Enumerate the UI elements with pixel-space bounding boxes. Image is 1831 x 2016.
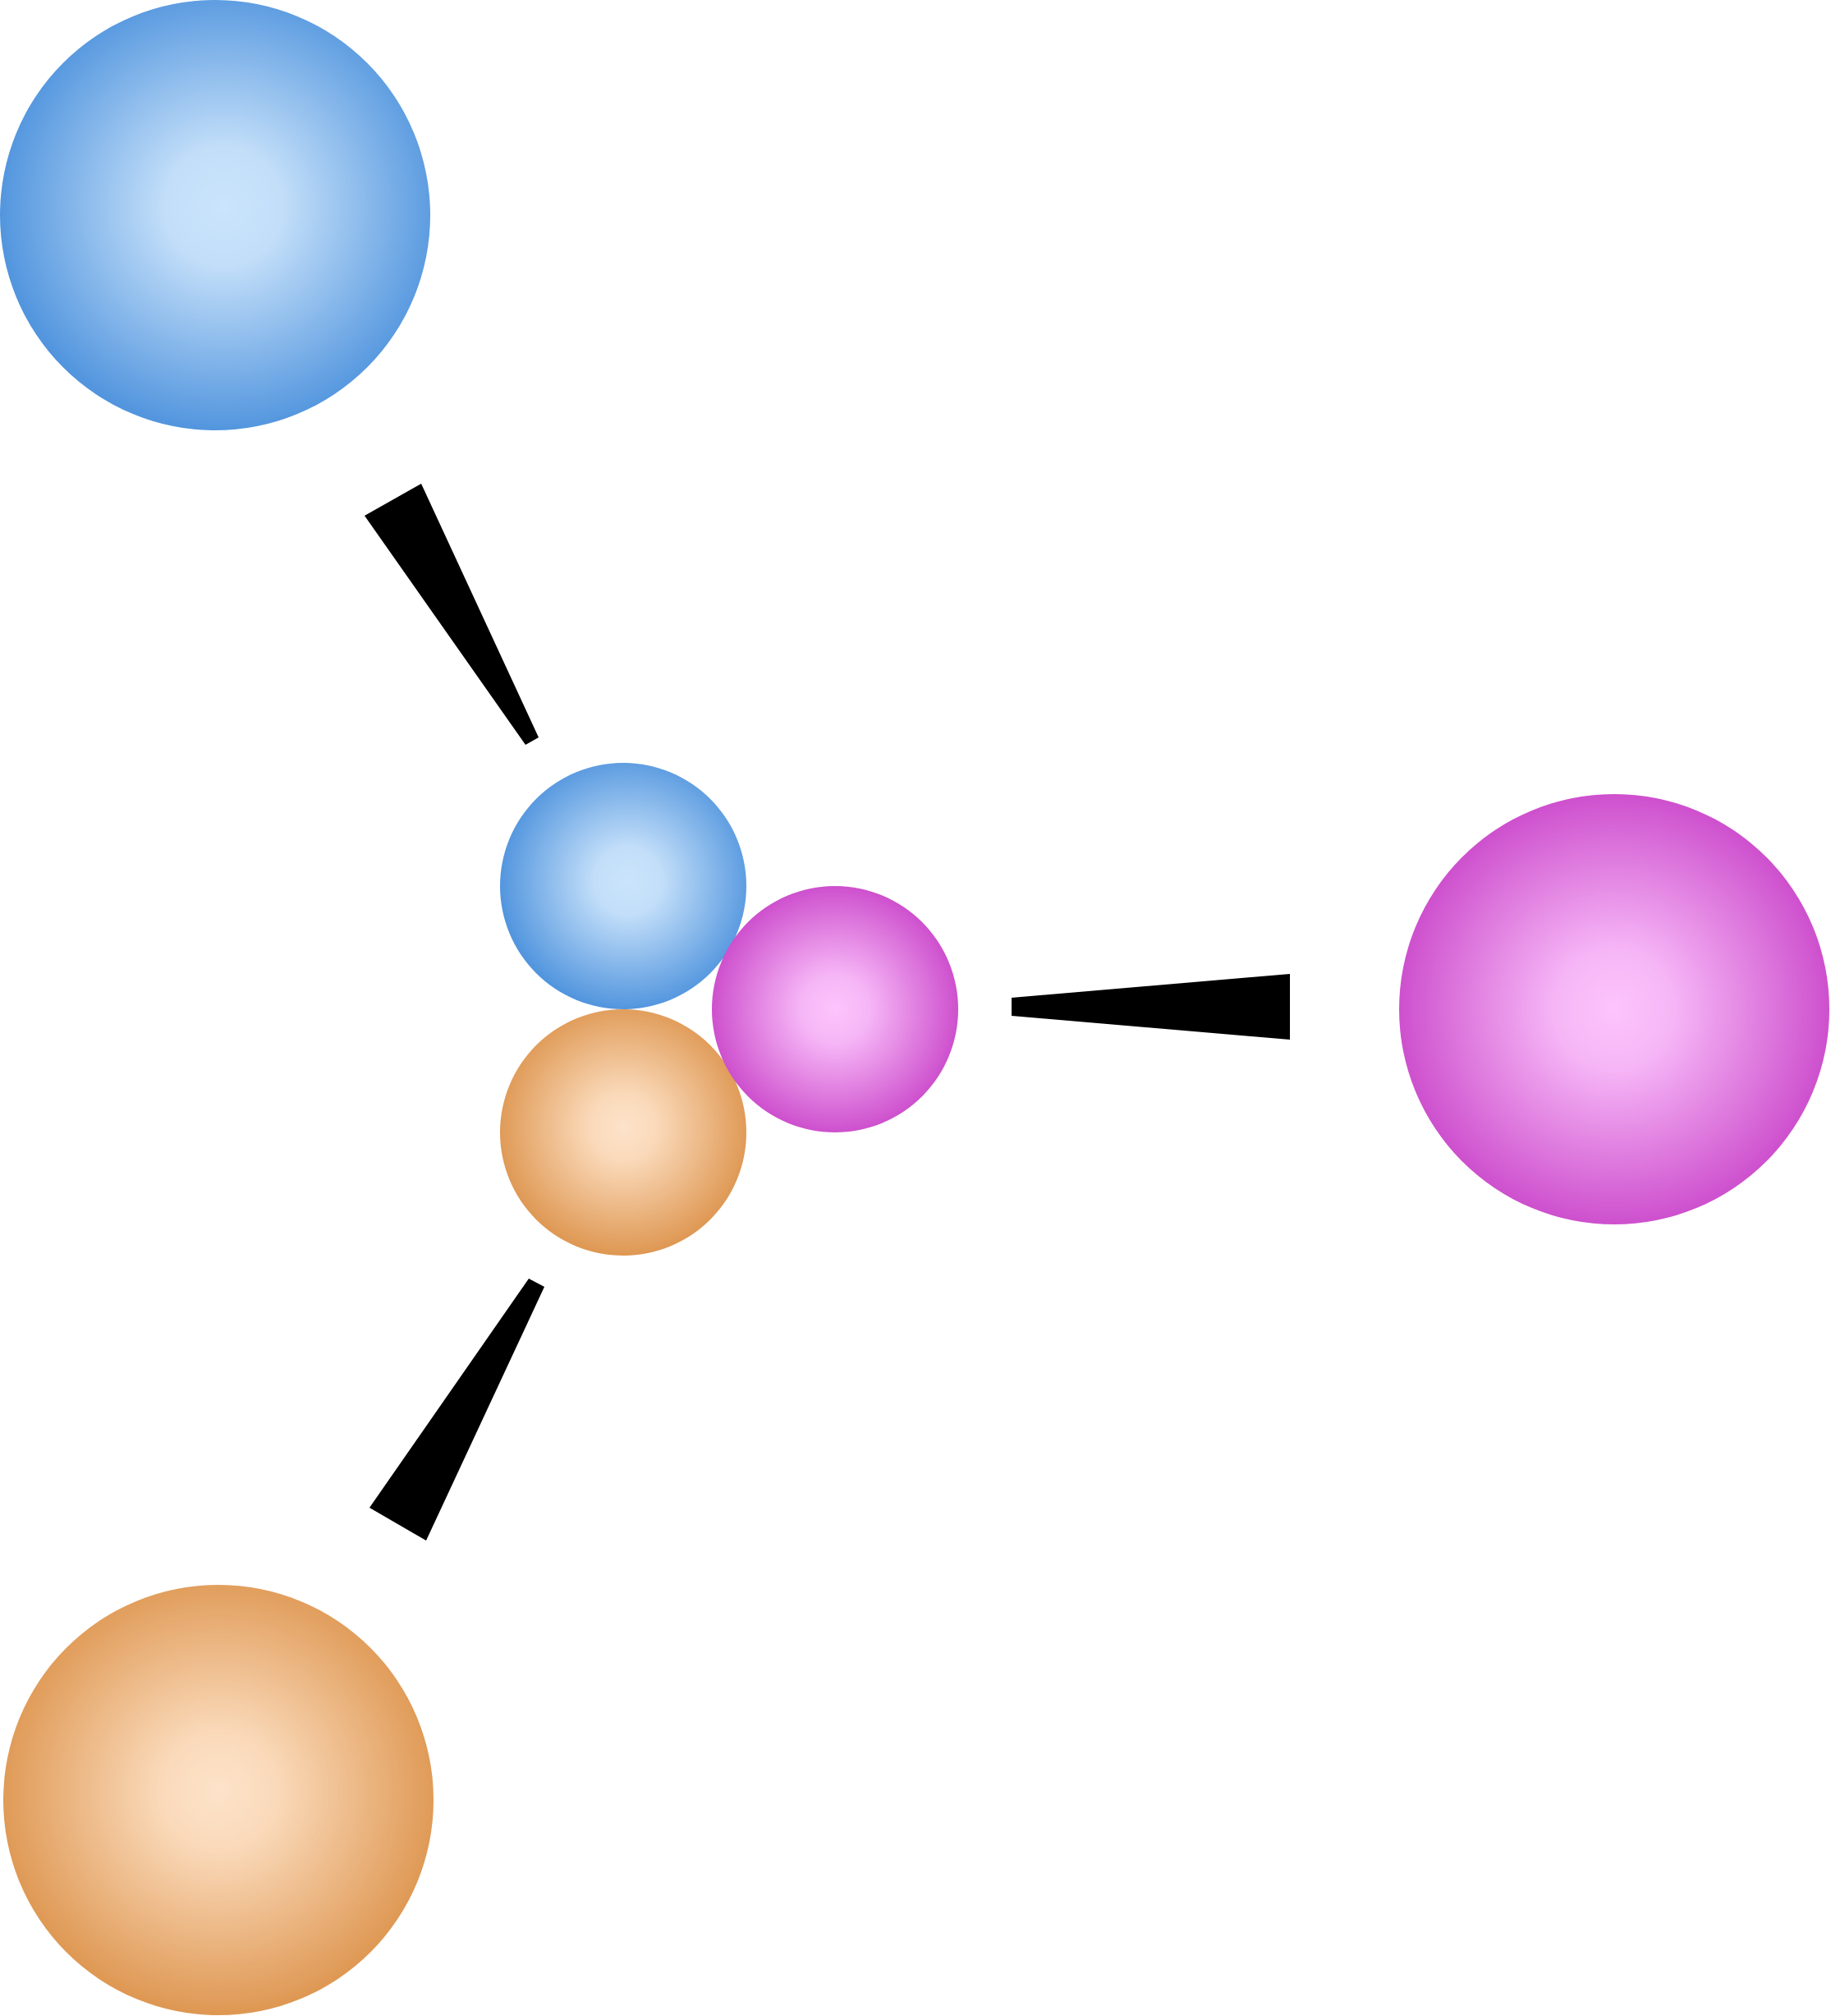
- wedge-arrow-magenta: [1012, 974, 1290, 1040]
- blue-sphere-large: [0, 0, 430, 430]
- blue-sphere-small: [500, 763, 746, 1009]
- wedge-arrow-orange: [369, 1279, 544, 1541]
- orange-sphere-large: [3, 1585, 434, 2015]
- magenta-sphere-small: [712, 886, 958, 1132]
- orange-sphere-small: [500, 1009, 746, 1256]
- magenta-sphere-large: [1399, 794, 1829, 1224]
- wedge-arrow-blue: [365, 484, 539, 745]
